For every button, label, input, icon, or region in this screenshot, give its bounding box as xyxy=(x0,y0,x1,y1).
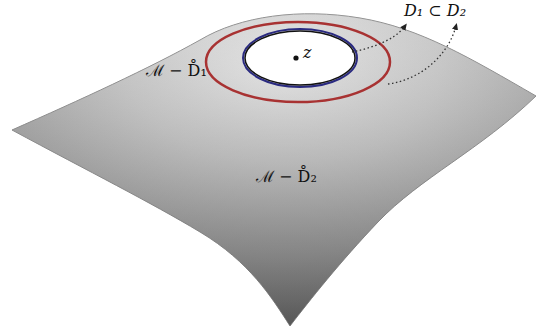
disk-d1-hole xyxy=(245,31,355,85)
leader-line xyxy=(352,26,405,52)
disk-d1-boundary xyxy=(243,29,357,87)
region-label: ℳ − D̊₂ xyxy=(256,168,317,186)
disk-d2-boundary xyxy=(206,22,390,102)
point-z xyxy=(293,55,298,60)
manifold-surface xyxy=(12,14,536,326)
region-label: ℳ − D̊₁ xyxy=(146,62,207,80)
point-label: z xyxy=(303,44,311,62)
set-relation-label: D₁ ⊂ D₂ xyxy=(404,2,466,20)
leader-line xyxy=(388,26,456,84)
surface-shading xyxy=(12,14,536,326)
hole-edge xyxy=(245,31,355,85)
